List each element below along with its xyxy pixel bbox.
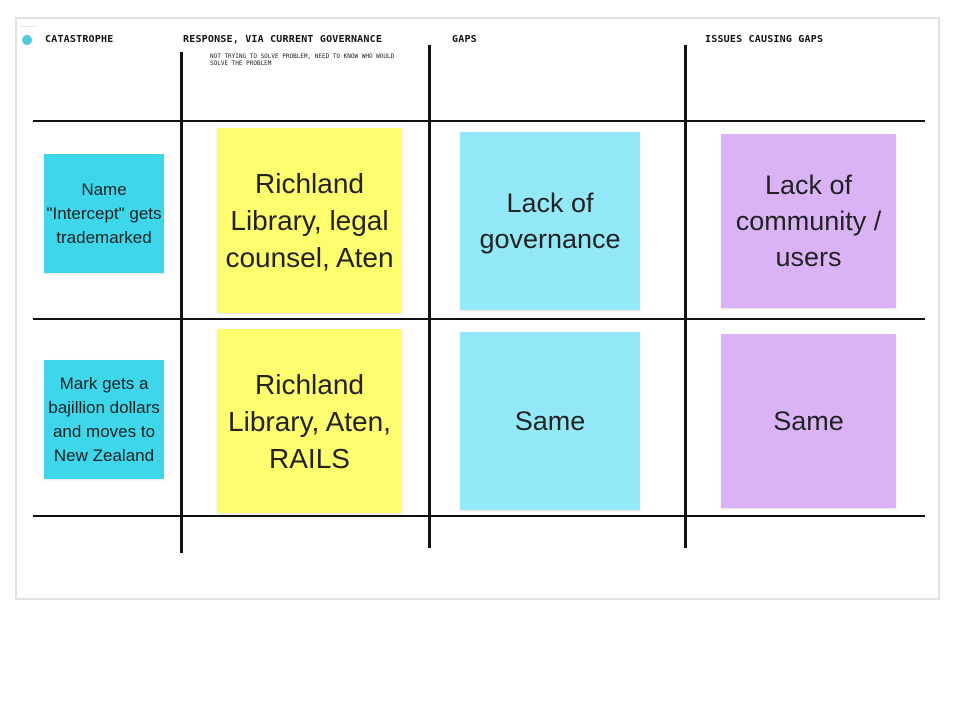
row-divider: [33, 120, 925, 122]
sticky-note-gaps[interactable]: Same: [460, 332, 640, 510]
frame-label: ————: [20, 23, 36, 28]
sticky-note-response[interactable]: Richland Library, legal counsel, Aten: [217, 128, 402, 313]
sticky-text: Lack of community / users: [735, 170, 882, 272]
row-divider: [33, 515, 925, 517]
sticky-note-issues[interactable]: Same: [721, 334, 896, 508]
column-divider: [428, 45, 431, 548]
sticky-text: Same: [773, 406, 844, 436]
sticky-text: Lack of governance: [479, 188, 621, 254]
sticky-text: Same: [514, 406, 586, 436]
column-divider: [684, 45, 687, 548]
column-divider: [180, 52, 183, 553]
sticky-note-response[interactable]: Richland Library, Aten, RAILS: [217, 329, 402, 513]
sticky-note-catastrophe[interactable]: Mark gets a bajillion dollars and moves …: [44, 360, 164, 479]
column-header-issues: ISSUES CAUSING GAPS: [705, 34, 824, 45]
column-header-catastrophe: CATASTROPHE: [45, 34, 114, 45]
sticky-text: Richland Library, Aten, RAILS: [228, 368, 391, 474]
sticky-text: Name "Intercept" gets trademarked: [46, 179, 162, 247]
column-header-gaps: GAPS: [452, 34, 477, 45]
column-header-response: RESPONSE, VIA CURRENT GOVERNANCE: [183, 34, 383, 45]
sticky-text: Mark gets a bajillion dollars and moves …: [48, 373, 160, 465]
sticky-note-issues[interactable]: Lack of community / users: [721, 134, 896, 308]
row-divider: [33, 318, 925, 320]
sticky-note-gaps[interactable]: Lack of governance: [460, 132, 640, 310]
sticky-note-catastrophe[interactable]: Name "Intercept" gets trademarked: [44, 154, 164, 273]
sticky-text: Richland Library, legal counsel, Aten: [225, 168, 394, 273]
response-note: NOT TRYING TO SOLVE PROBLEM, NEED TO KNO…: [210, 53, 395, 67]
frame-dot-icon: [22, 35, 32, 45]
